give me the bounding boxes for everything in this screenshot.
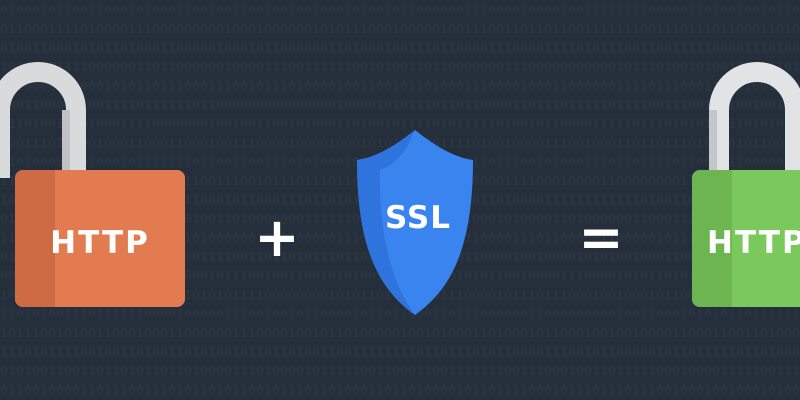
- https-lock: HTTPS: [692, 62, 800, 307]
- http-lock: HTTP: [0, 62, 185, 307]
- ssl-shield: SSL: [357, 130, 473, 315]
- left-shackle: [0, 62, 86, 178]
- right-lock-label: HTTPS: [707, 225, 800, 261]
- left-lock-body: [15, 170, 185, 307]
- plus-sign: +: [254, 206, 299, 269]
- left-lock-label: HTTP: [50, 225, 150, 261]
- right-shackle: [709, 62, 800, 178]
- shield-label: SSL: [385, 200, 451, 236]
- equals-sign: =: [578, 206, 623, 269]
